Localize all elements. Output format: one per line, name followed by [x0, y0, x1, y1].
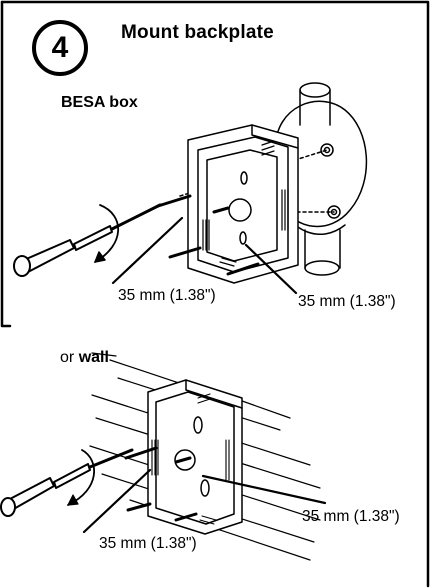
measurement-label-besa-right: 35 mm (1.38")	[298, 293, 396, 310]
step-panel-border-left	[0, 0, 12, 328]
wall-label-bold: wall	[78, 349, 109, 366]
wall-label-prefix: or	[60, 349, 75, 366]
step-title: Mount backplate	[121, 22, 274, 43]
step-number-circle	[32, 20, 88, 76]
measurement-label-wall-left: 35 mm (1.38")	[99, 535, 197, 552]
besa-box-illustration	[13, 82, 368, 295]
besa-box-label: BESA box	[61, 94, 138, 111]
measurement-label-besa-left: 35 mm (1.38")	[118, 287, 216, 304]
step-number: 4	[51, 31, 69, 64]
wall-label: or wall	[60, 349, 109, 367]
measurement-label-wall-right: 35 mm (1.38")	[302, 508, 400, 525]
wall-illustration	[0, 352, 327, 561]
